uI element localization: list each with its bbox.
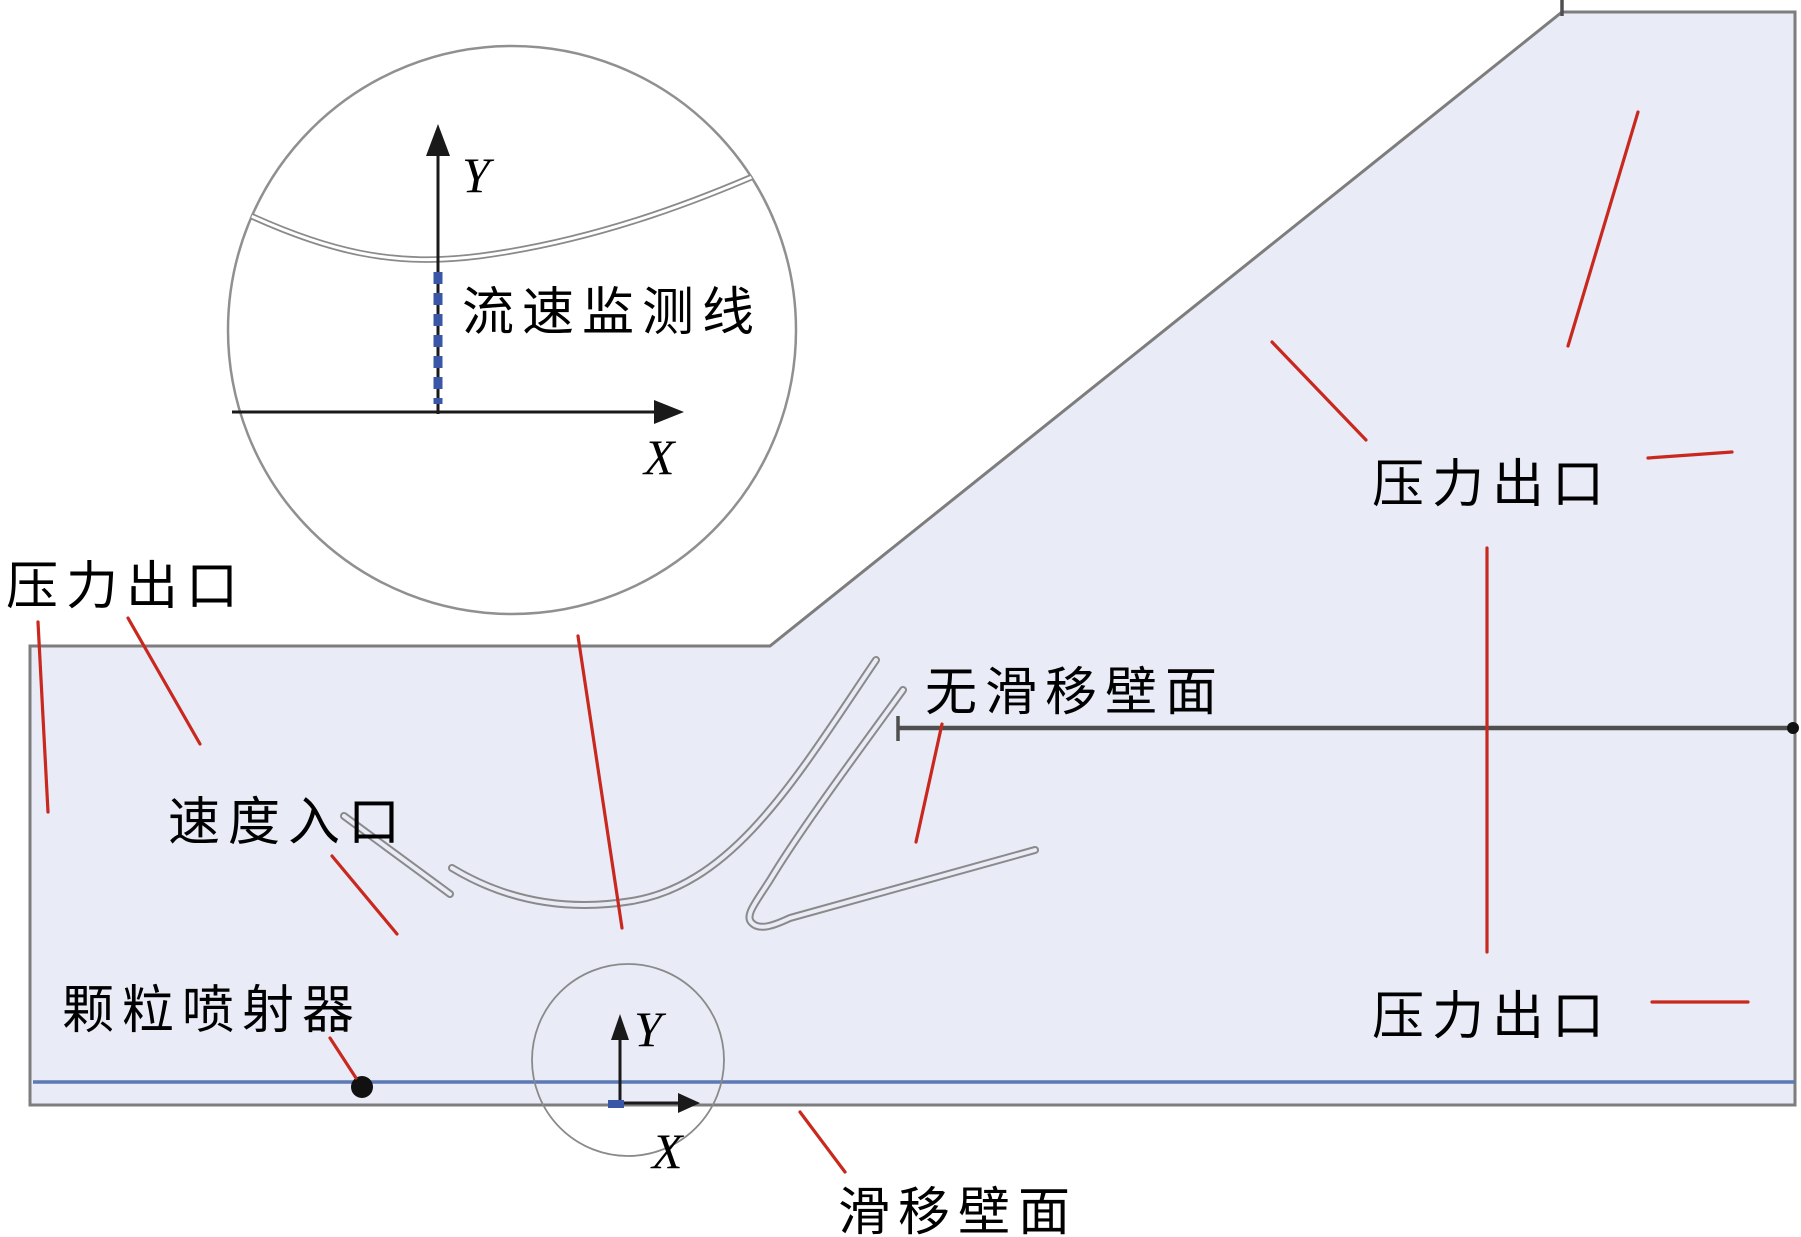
inset-y-axis-label: Y: [462, 147, 495, 203]
inset-y-axis-arrowhead: [426, 124, 450, 156]
main-y-axis-arrowhead: [611, 1014, 629, 1040]
main-x-axis-label: X: [650, 1123, 685, 1179]
leader-pressure-outlet-tl-2: [126, 616, 202, 746]
right-hooked-vane-wall-gap: [747, 688, 1037, 929]
main-x-axis-arrowhead: [678, 1093, 700, 1113]
leader-no-slip-wall: [914, 722, 944, 844]
label-pressure-outlet-top-left: 压力出口: [6, 559, 246, 616]
label-particle-injector: 颗粒喷射器: [62, 983, 362, 1040]
leader-pressure-outlet-tr-1: [1566, 110, 1640, 348]
central-vane-wall-gap: [450, 658, 878, 907]
inset-x-axis-arrowhead: [654, 400, 684, 424]
label-velocity-monitor-line: 流速监测线: [462, 285, 762, 342]
zoom-region-circle: [531, 963, 725, 1157]
main-origin-monitor-tick: [608, 1100, 624, 1108]
leader-pressure-outlet-tl-1: [36, 620, 50, 814]
particle-injector-dot: [351, 1076, 373, 1098]
inset-wall-curve-gap: [228, 148, 796, 262]
label-pressure-outlet-top-right: 压力出口: [1372, 457, 1612, 514]
leader-pressure-outlet-tr-2: [1270, 340, 1368, 442]
inset-zoom-circle: [226, 44, 798, 616]
velocity-inlet-wall-gap: [342, 814, 452, 896]
leader-particle-injector: [328, 1036, 358, 1080]
label-velocity-inlet: 速度入口: [168, 795, 408, 852]
leader-inset-to-vane: [576, 634, 624, 930]
label-no-slip-wall: 无滑移壁面: [925, 665, 1225, 722]
leader-slip-wall: [798, 1110, 847, 1174]
label-pressure-outlet-bottom-right: 压力出口: [1372, 989, 1612, 1046]
splitter-right-end-dot: [1787, 722, 1799, 734]
label-slip-wall: 滑移壁面: [838, 1185, 1078, 1237]
leader-velocity-inlet: [330, 854, 399, 936]
inset-contents: [228, 147, 796, 263]
flow-domain-region: [28, 10, 1797, 1107]
inset-x-axis-label: X: [642, 429, 677, 485]
main-y-axis-label: Y: [634, 1001, 667, 1057]
leader-pressure-outlet-tr-3: [1646, 450, 1734, 460]
